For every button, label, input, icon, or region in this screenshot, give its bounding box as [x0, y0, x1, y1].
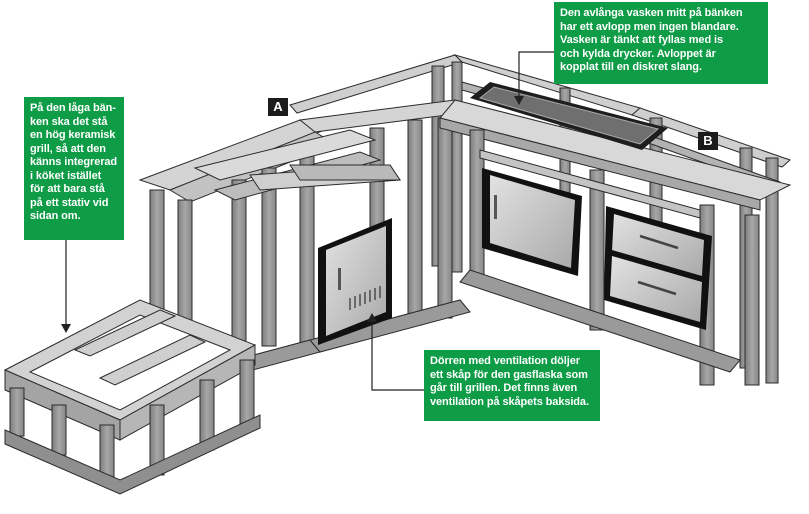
leader-lines: [65, 51, 554, 391]
marker-a: A: [268, 98, 288, 116]
callout-grill-line: på ett stativ vid: [30, 196, 109, 209]
middle-cabinet-door: [482, 168, 582, 276]
callout-gas-door: Dörren med ventilation döljer ett skåp f…: [424, 350, 600, 421]
gas-cabinet-door: [318, 218, 392, 345]
callout-grill-line: känns integrerad: [30, 156, 118, 168]
callout-grill-line: grill, så att den: [30, 142, 106, 155]
low-grill-bench: [3, 299, 261, 495]
callout-grill-bench: På den låga bän- ken ska det stå en hög …: [24, 97, 124, 240]
long-counter-module-b: [439, 99, 792, 386]
callout-grill-line: ken ska det stå: [30, 115, 108, 128]
marker-b: B: [698, 132, 718, 150]
callout-door-line: ett skåp för den gasflaska som: [430, 368, 588, 381]
callout-sink: Den avlånga vasken mitt på bänken har et…: [554, 2, 768, 84]
callout-sink-line: och kylda drycker. Avloppet är: [560, 47, 716, 60]
drawer-unit: [604, 206, 712, 330]
callout-sink-line: har ett avlopp men ingen blandare.: [560, 20, 739, 33]
callout-door-line: Dörren med ventilation döljer: [430, 355, 580, 367]
callout-sink-line: Den avlånga vasken mitt på bänken: [560, 7, 743, 19]
callout-door-line: ventilation på skåpets baksida.: [430, 395, 589, 408]
corner-module-a: [138, 99, 472, 401]
callout-door-line: går till grillen. Det finns även: [430, 382, 578, 394]
callout-sink-line: Vasken är tänkt att fyllas med is: [560, 34, 724, 46]
callout-grill-line: På den låga bän-: [30, 102, 116, 114]
callout-grill-line: sidan om.: [30, 210, 81, 222]
callout-grill-line: en hög keramisk: [30, 129, 116, 141]
callout-grill-line: i köket istället: [30, 169, 102, 182]
callout-sink-line: kopplat till en diskret slang.: [560, 61, 702, 73]
leader-arrowheads: [61, 96, 524, 333]
callout-grill-line: för att bara stå: [30, 183, 105, 195]
